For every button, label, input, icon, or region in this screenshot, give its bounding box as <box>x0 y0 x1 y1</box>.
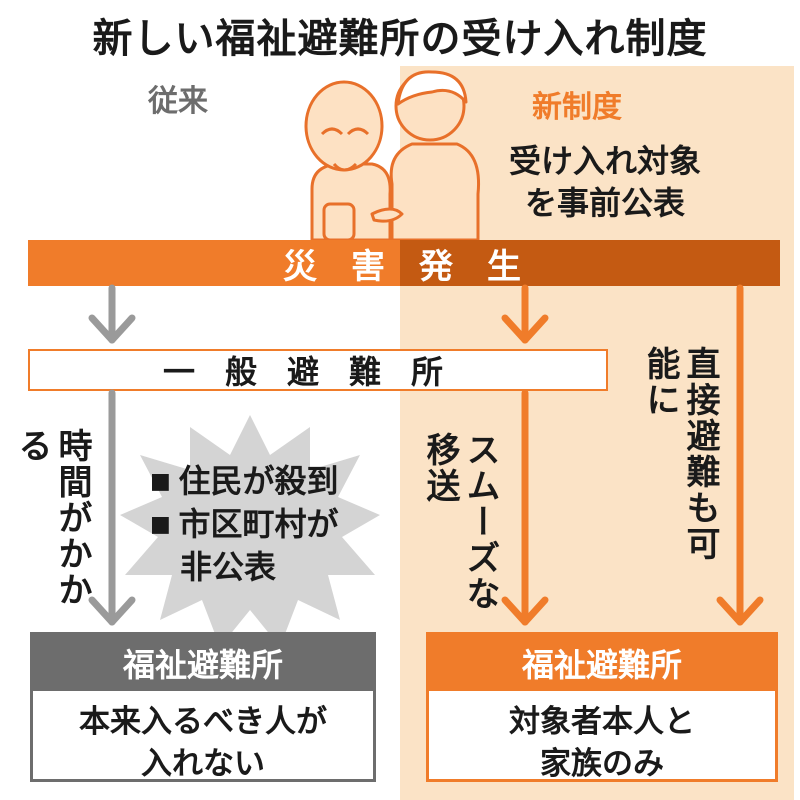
new-result-line-2: 家族のみ <box>540 746 664 782</box>
smooth-transfer-note: スムーズな移送 <box>420 432 500 612</box>
down-arrow-icon <box>88 389 136 626</box>
old-path-note: 時間がかかる <box>12 428 92 608</box>
disaster-occurs-bar: 災害発生 <box>28 240 780 287</box>
problem-item-continuation: 非公表 <box>180 548 277 586</box>
old-welfare-shelter-box: 福祉避難所 本来入るべき人が 入れない <box>30 632 376 782</box>
direct-evacuation-note: 直接避難も可能に <box>640 346 720 562</box>
problem-list: 住民が殺到 市区町村が 非公表 <box>150 460 338 589</box>
new-note-line-1: 受け入れ対象 <box>508 142 701 180</box>
old-result-line-1: 本来入るべき人が <box>79 704 327 740</box>
new-welfare-shelter-result: 対象者本人と 家族のみ <box>429 691 775 785</box>
problem-item: 市区町村が <box>150 503 338 546</box>
new-note-line-2: を事前公表 <box>524 184 685 222</box>
old-welfare-shelter-result: 本来入るべき人が 入れない <box>33 691 373 785</box>
new-system-label: 新制度 <box>532 90 622 125</box>
down-arrow-icon <box>501 389 549 626</box>
old-result-line-2: 入れない <box>141 746 265 782</box>
old-system-label: 従来 <box>148 84 208 119</box>
new-system-note: 受け入れ対象 を事前公表 <box>470 140 740 224</box>
page-title: 新しい福祉避難所の受け入れ制度 <box>92 16 708 62</box>
down-arrow-icon <box>88 284 136 344</box>
new-welfare-shelter-title: 福祉避難所 <box>429 635 775 691</box>
down-arrow-icon <box>501 284 549 344</box>
elderly-caregiver-illustration <box>304 70 481 242</box>
old-welfare-shelter-title: 福祉避難所 <box>33 635 373 691</box>
down-arrow-icon <box>716 284 764 626</box>
caregiver-illustration <box>389 142 481 242</box>
new-result-line-1: 対象者本人と <box>509 704 695 740</box>
problem-item: 住民が殺到 <box>150 460 338 503</box>
general-shelter-box: 一般避難所 <box>28 349 608 391</box>
new-welfare-shelter-box: 福祉避難所 対象者本人と 家族のみ <box>426 632 778 782</box>
